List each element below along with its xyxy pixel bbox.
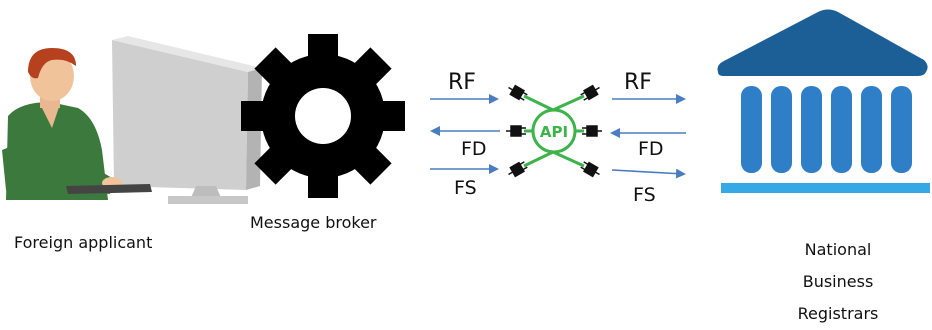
message-broker-label: Message broker: [250, 213, 377, 232]
flow-label-rf-right: RF: [624, 70, 652, 95]
plug-icon: [506, 126, 526, 136]
api-hub-icon: API: [506, 83, 602, 179]
plug-icon: [506, 160, 528, 179]
api-label: API: [540, 123, 568, 141]
arrow-fs-right: [612, 170, 684, 174]
plug-icon: [580, 83, 602, 102]
flow-label-fd-right: FD: [638, 138, 664, 160]
registrars-label-line-2: Business: [778, 266, 898, 298]
national-business-registrars-label: National Business Registrars: [778, 234, 898, 330]
flow-label-fd-left: FD: [461, 138, 487, 160]
shirt: [6, 102, 108, 200]
flow-label-fs-left: FS: [454, 177, 477, 199]
building-base: [721, 183, 930, 193]
plug-icon: [506, 83, 528, 102]
building-columns: [741, 86, 912, 173]
person-at-computer-icon: [2, 36, 262, 204]
flow-label-rf-left: RF: [448, 70, 476, 95]
foreign-applicant-label: Foreign applicant: [14, 233, 152, 252]
building-roof: [718, 10, 928, 77]
plug-icon: [580, 160, 602, 179]
gear-icon: [241, 34, 405, 198]
registrars-label-line-1: National: [778, 234, 898, 266]
flow-label-fs-right: FS: [633, 184, 656, 206]
plug-icon: [582, 126, 602, 136]
registrars-label-line-3: Registrars: [778, 298, 898, 330]
bank-building-icon: [718, 10, 931, 194]
